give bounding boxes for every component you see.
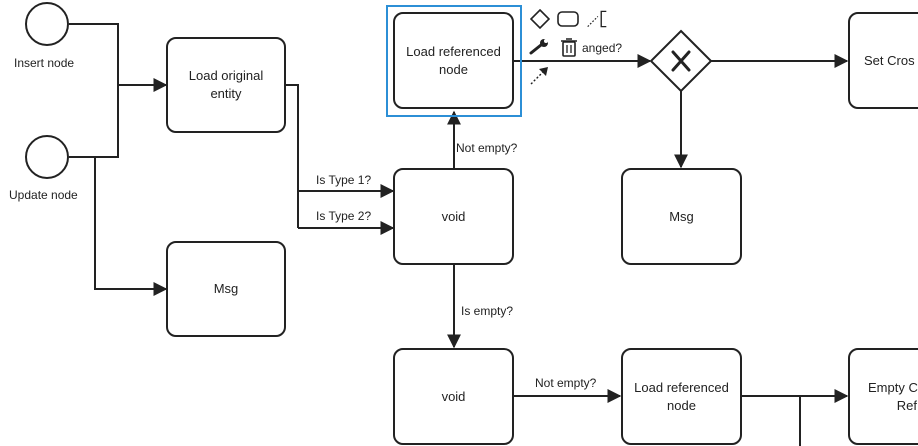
insert-node-label: Insert node (14, 56, 75, 70)
selection-frame (386, 5, 522, 117)
task-empty-right-line1: Empty C (868, 379, 918, 395)
not-empty-bottom-label: Not empty? (535, 376, 597, 390)
trash-icon[interactable] (558, 36, 580, 58)
flow-insert[interactable] (69, 23, 119, 85)
connector-icon[interactable] (586, 8, 608, 30)
task-void-bottom-label: void (441, 388, 466, 404)
task-empty-right-label: Empty C Ref (868, 379, 918, 415)
task-load-referenced-bottom-label: Load referenced node (634, 379, 729, 413)
task-load-original[interactable]: Load original entity (166, 37, 286, 133)
task-set-cross-label: Set Cros (864, 52, 915, 68)
task-load-referenced-bottom[interactable]: Load referenced node (621, 348, 742, 445)
flow-update[interactable] (69, 85, 119, 158)
is-type1-label: Is Type 1? (316, 173, 372, 187)
task-void-mid[interactable]: void (393, 168, 514, 265)
task-void-mid-label: void (441, 208, 466, 224)
task-empty-right[interactable]: Empty C Ref (848, 348, 918, 445)
task-void-bottom[interactable]: void (393, 348, 514, 445)
flow-to-msg-left[interactable] (94, 157, 168, 296)
flow-load-original-out[interactable] (286, 84, 299, 228)
not-empty-top-label: Not empty? (456, 141, 518, 155)
is-type2-label: Is Type 2? (316, 209, 372, 223)
task-msg-right-label: Msg (669, 208, 694, 224)
task-load-referenced-top[interactable]: Load referenced node (393, 12, 514, 109)
task-msg-left-label: Msg (213, 281, 239, 296)
is-empty-label: Is empty? (461, 304, 514, 318)
task-load-referenced-top-label: Load referenced node (406, 43, 501, 77)
task-msg-left[interactable]: Msg (166, 241, 286, 337)
changed-label: anged? (582, 41, 623, 55)
rounded-rect-icon[interactable] (557, 8, 579, 30)
update-node-label: Update node (9, 188, 78, 202)
task-empty-right-line2: Ref (896, 397, 918, 413)
start-event-insert[interactable] (25, 2, 69, 46)
task-load-original-label: Load original entity (188, 68, 264, 101)
task-msg-right[interactable]: Msg (621, 168, 742, 265)
start-event-update[interactable] (25, 135, 69, 179)
wrench-icon[interactable] (529, 36, 551, 58)
diamond-icon[interactable] (529, 8, 551, 30)
gateway-x-b (671, 50, 691, 72)
task-set-cross[interactable]: Set Cros (848, 12, 918, 109)
arrow-icon[interactable] (529, 64, 551, 86)
